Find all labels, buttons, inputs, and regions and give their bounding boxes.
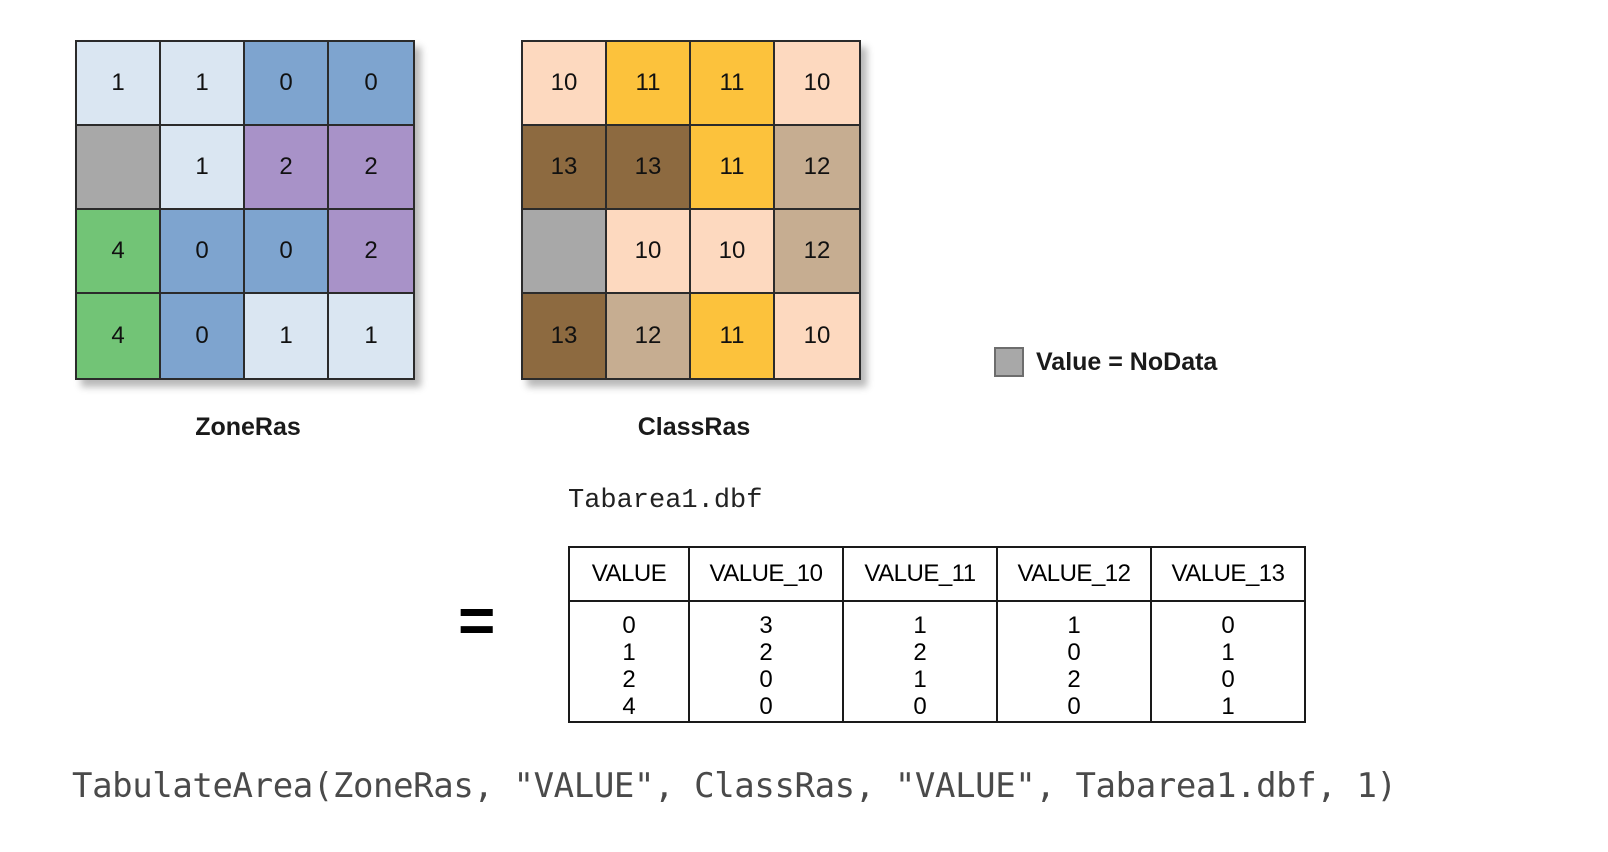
table-cell: 0 [1067,693,1081,720]
column-header-value: VALUE [568,546,690,602]
table-cell: 0 [759,666,773,693]
table-cell: 0 [1221,612,1235,639]
class-cell-r2-c3: 11 [691,126,775,210]
class-cell-r4-c3: 11 [691,294,775,378]
zone-cell-r2-c3: 2 [245,126,329,210]
class-cell-r4-c4: 10 [775,294,859,378]
zone-cell-r1-c1: 1 [77,42,161,126]
table-cell: 0 [1221,666,1235,693]
class-cell-r2-c2: 13 [607,126,691,210]
zone-cell-r1-c4: 0 [329,42,413,126]
nodata-legend-label: Value = NoData [1036,347,1218,376]
table-cell: 0 [759,693,773,720]
table-cell: 2 [913,639,927,666]
table-cell: 1 [1221,693,1235,720]
class-cell-r1-c2: 11 [607,42,691,126]
table-title: Tabarea1.dbf [568,486,763,516]
tool-command: TabulateArea(ZoneRas, "VALUE", ClassRas,… [72,766,1397,806]
column-header-value-13: VALUE_13 [1150,546,1306,602]
class-raster-label: ClassRas [637,413,751,441]
table-cell: 2 [759,639,773,666]
class-cell-r4-c2: 12 [607,294,691,378]
class-cell-r2-c1: 13 [523,126,607,210]
table-cell: 2 [622,666,636,693]
column-header-value-12: VALUE_12 [996,546,1152,602]
zone-cell-r2-c1 [77,126,161,210]
zone-cell-r3-c3: 0 [245,210,329,294]
zone-cell-r4-c3: 1 [245,294,329,378]
class-cell-r3-c3: 10 [691,210,775,294]
zone-cell-r3-c2: 0 [161,210,245,294]
zone-cell-r2-c4: 2 [329,126,413,210]
zone-cell-r4-c1: 4 [77,294,161,378]
table-cell: 3 [759,612,773,639]
table-cell: 1 [1221,639,1235,666]
column-header-value-11: VALUE_11 [842,546,998,602]
zone-cell-r1-c3: 0 [245,42,329,126]
class-cell-r3-c2: 10 [607,210,691,294]
class-cell-r3-c4: 12 [775,210,859,294]
table-cell: 1 [1067,612,1081,639]
zone-cell-r4-c2: 0 [161,294,245,378]
class-cell-r1-c1: 10 [523,42,607,126]
table-cell: 0 [1067,639,1081,666]
zone-cell-r1-c2: 1 [161,42,245,126]
class-cell-r1-c4: 10 [775,42,859,126]
table-cell: 0 [622,612,636,639]
nodata-swatch [994,347,1024,377]
zone-raster-label: ZoneRas [195,413,301,441]
equals-sign: = [458,584,496,656]
table-cell: 1 [622,639,636,666]
zone-cell-r3-c4: 2 [329,210,413,294]
table-cell: 1 [913,666,927,693]
zone-cell-r3-c1: 4 [77,210,161,294]
table-cell: 1 [913,612,927,639]
class-cell-r4-c1: 13 [523,294,607,378]
zone-cell-r4-c4: 1 [329,294,413,378]
table-cell: 0 [913,693,927,720]
nodata-legend: Value = NoData [994,347,1217,377]
zone-cell-r2-c2: 1 [161,126,245,210]
class-cell-r3-c1 [523,210,607,294]
class-cell-r1-c3: 11 [691,42,775,126]
table-cell: 4 [622,693,636,720]
class-cell-r2-c4: 12 [775,126,859,210]
table-cell: 2 [1067,666,1081,693]
column-header-value-10: VALUE_10 [688,546,844,602]
